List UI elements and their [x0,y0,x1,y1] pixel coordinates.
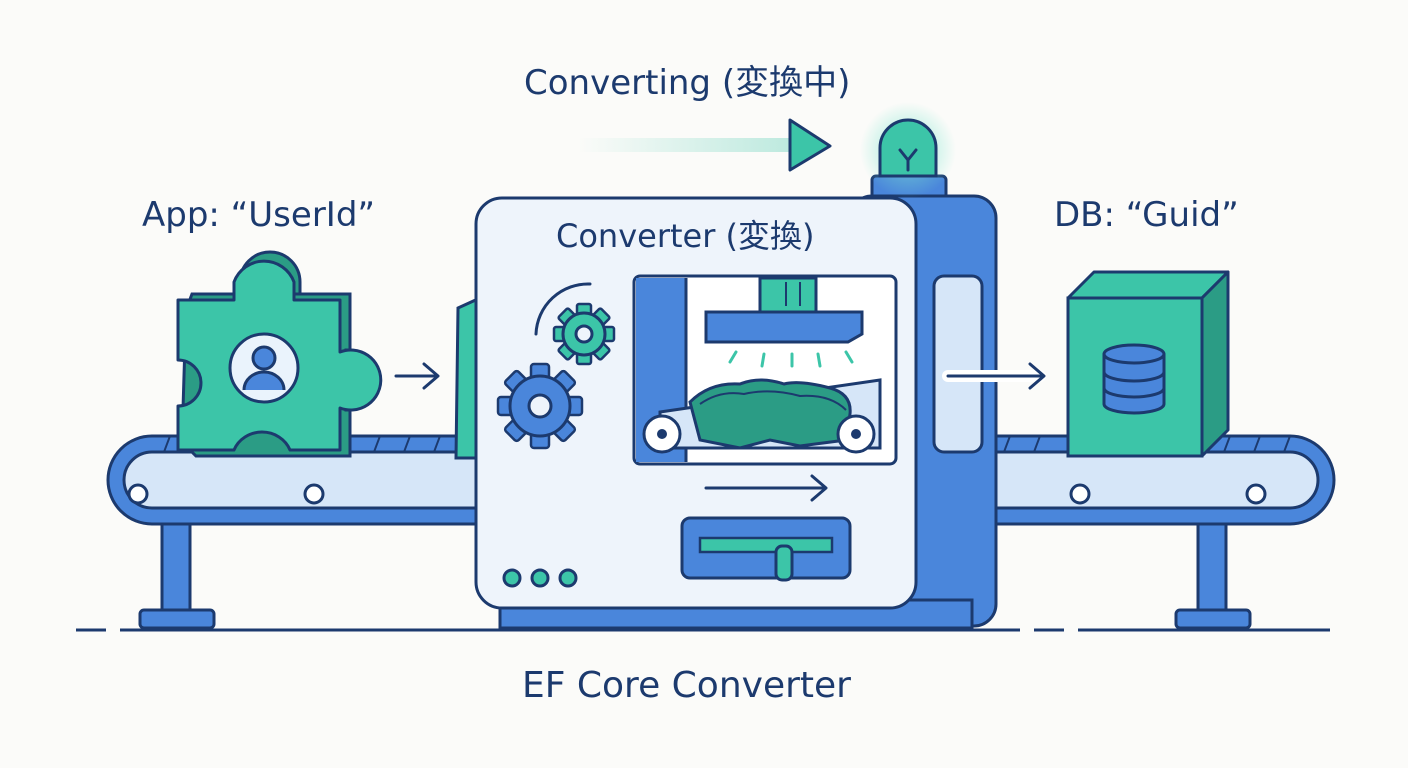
signal-lamp-icon [860,102,956,198]
converter-machine-front [474,196,918,610]
converting-label: Converting (変換中) [524,63,851,103]
inner-arrow [704,474,828,502]
left-conveyor [106,434,482,630]
database-cube-icon [1066,270,1230,458]
converting-motion-arrow [577,118,832,172]
indicator-lights [502,568,578,588]
gear-icon [496,282,616,450]
machine-window [632,274,898,466]
input-arrow [394,362,440,390]
output-slot [680,516,852,582]
db-type-label: DB: “Guid” [1054,195,1239,235]
app-type-label: App: “UserId” [142,195,376,235]
right-conveyor [928,434,1336,630]
puzzle-piece-with-user-icon [176,250,383,458]
database-icon [1102,343,1166,415]
output-arrow [942,362,1046,390]
converter-label: Converter (変換) [556,217,815,255]
diagram-caption: EF Core Converter [522,665,851,706]
